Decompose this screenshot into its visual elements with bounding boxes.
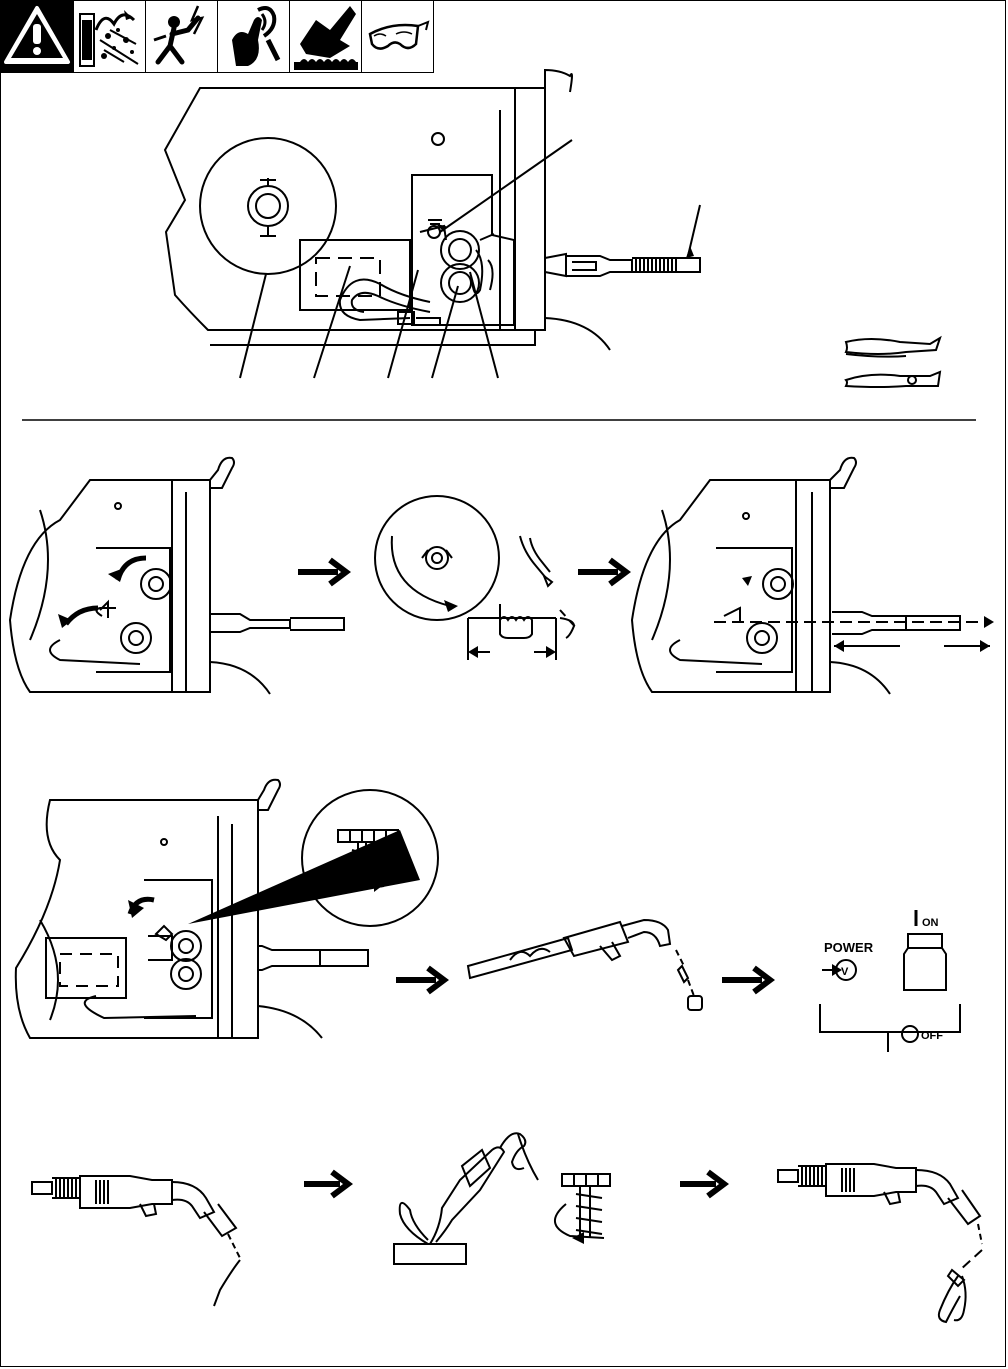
power-v-label: V <box>841 966 849 978</box>
power-label: POWER <box>824 940 874 955</box>
switch-on-label: ON <box>922 917 939 929</box>
tension-and-power-steps-diagram: POWER V ON OFF <box>0 770 1008 1070</box>
switch-off-label: OFF <box>921 1030 943 1042</box>
wire-threading-steps-diagram <box>0 440 1008 750</box>
gun-straighten-steps-diagram <box>0 1120 1008 1360</box>
wire-feeder-overview-diagram <box>0 0 1008 420</box>
